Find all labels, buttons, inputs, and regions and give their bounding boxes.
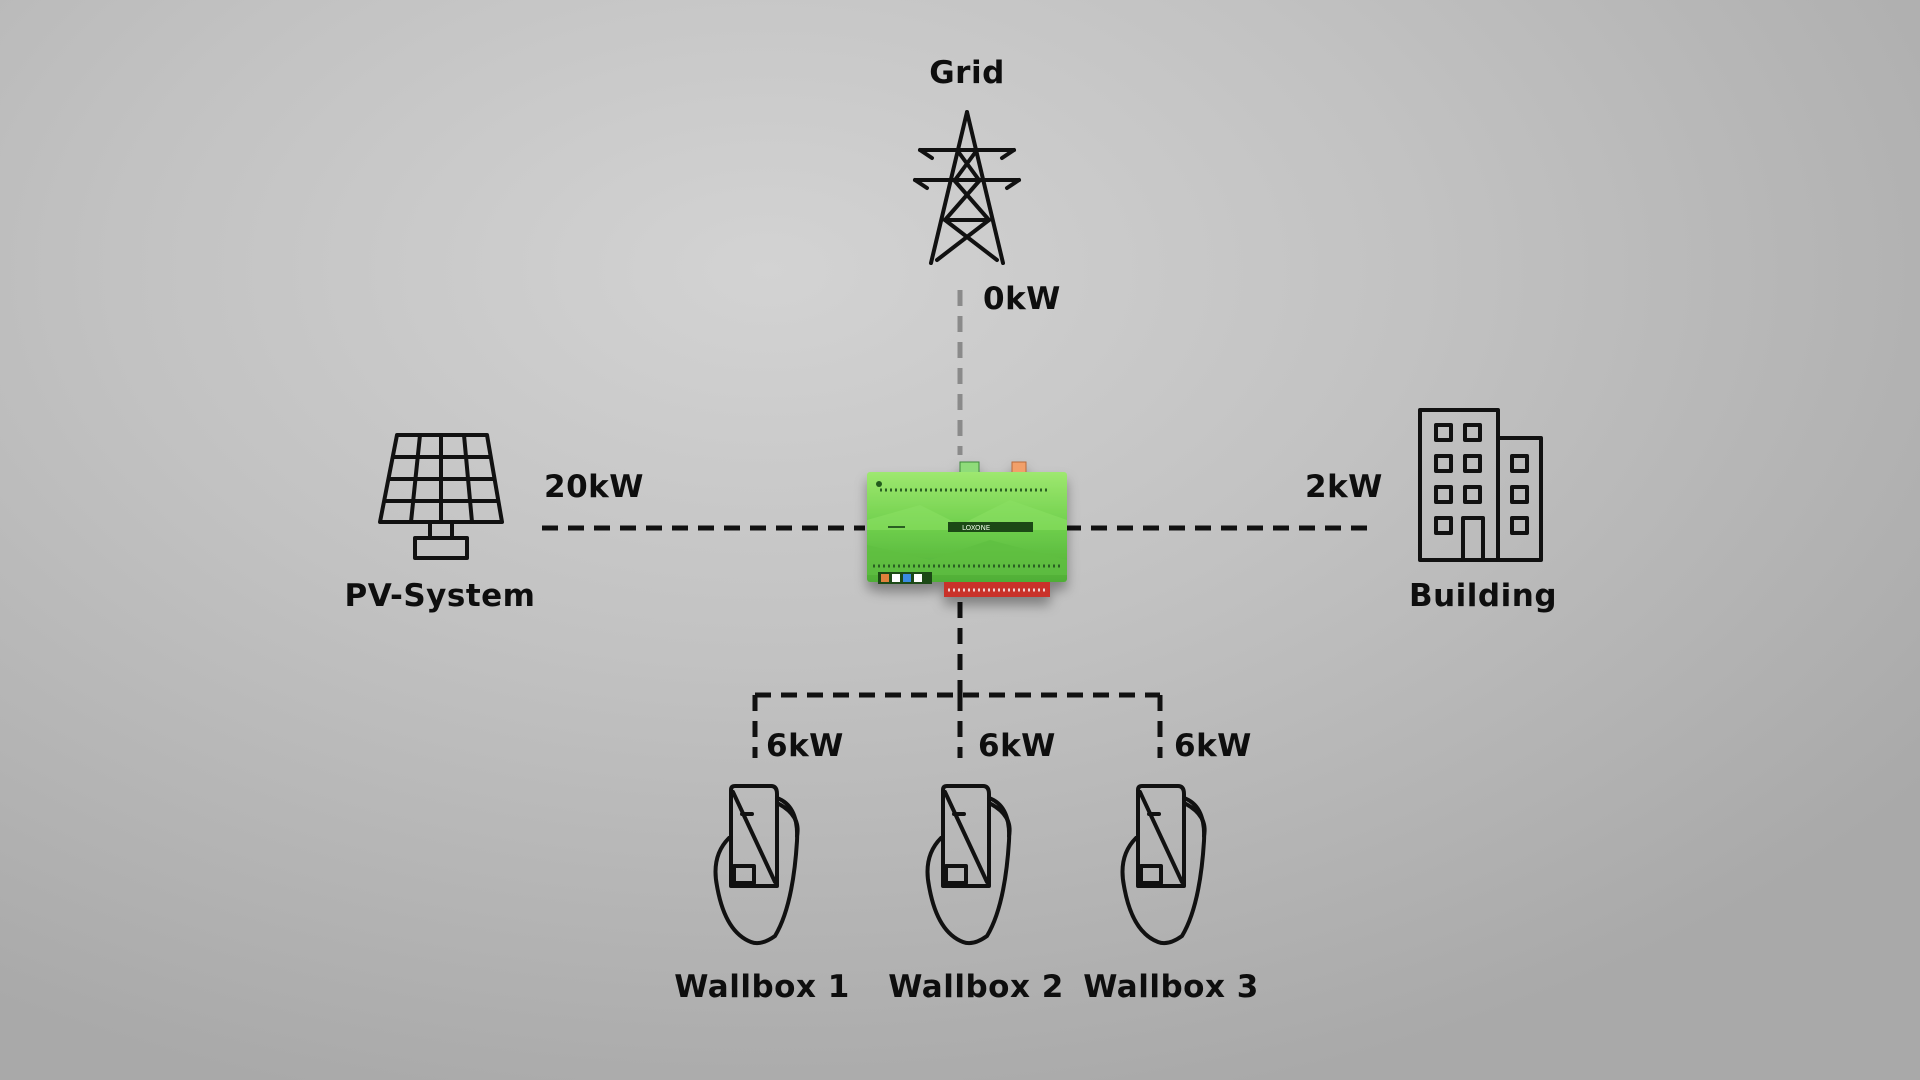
wallbox-3-power-value: 6kW: [1174, 728, 1252, 764]
connection-lines: [542, 290, 1368, 758]
ev-charger-icon: [713, 784, 800, 946]
wallbox-1-label: Wallbox 1: [674, 969, 850, 1005]
solar-panel-icon: [378, 433, 504, 560]
ev-charger-icon: [925, 784, 1012, 946]
miniserver-controller-icon: LOXONE: [867, 461, 1067, 597]
wallbox-2-power-value: 6kW: [978, 728, 1056, 764]
ev-charger-icon: [1120, 784, 1207, 946]
grid-power-value: 0kW: [983, 281, 1061, 317]
building-label: Building: [1408, 578, 1558, 614]
grid-label: Grid: [929, 55, 1005, 91]
controller-brand: LOXONE: [962, 524, 990, 532]
wallbox-1-power-value: 6kW: [766, 728, 844, 764]
building-icon: [1418, 408, 1543, 562]
wallbox-2-label: Wallbox 2: [888, 969, 1064, 1005]
power-pylon-icon: [913, 110, 1021, 265]
wallbox-3-label: Wallbox 3: [1083, 969, 1259, 1005]
pv-power-value: 20kW: [544, 469, 644, 505]
pv-system-label: PV-System: [344, 578, 536, 614]
building-power-value: 2kW: [1305, 469, 1383, 505]
